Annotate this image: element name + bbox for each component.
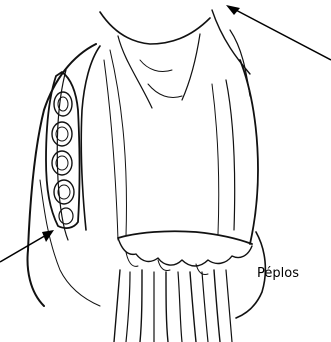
left-sleeve bbox=[28, 44, 127, 306]
label-peplos: Péplos bbox=[257, 266, 299, 281]
garment-upper bbox=[100, 10, 250, 108]
overfold-edge bbox=[118, 231, 252, 274]
arrow-left-head bbox=[42, 230, 54, 242]
arrow-top-right-head bbox=[226, 5, 240, 15]
pointer-arrows bbox=[0, 5, 331, 262]
skirt-pleats bbox=[114, 270, 232, 342]
sleeve-border-ornament bbox=[46, 72, 80, 228]
arrow-left bbox=[0, 234, 48, 262]
arrow-top-right bbox=[232, 8, 331, 60]
